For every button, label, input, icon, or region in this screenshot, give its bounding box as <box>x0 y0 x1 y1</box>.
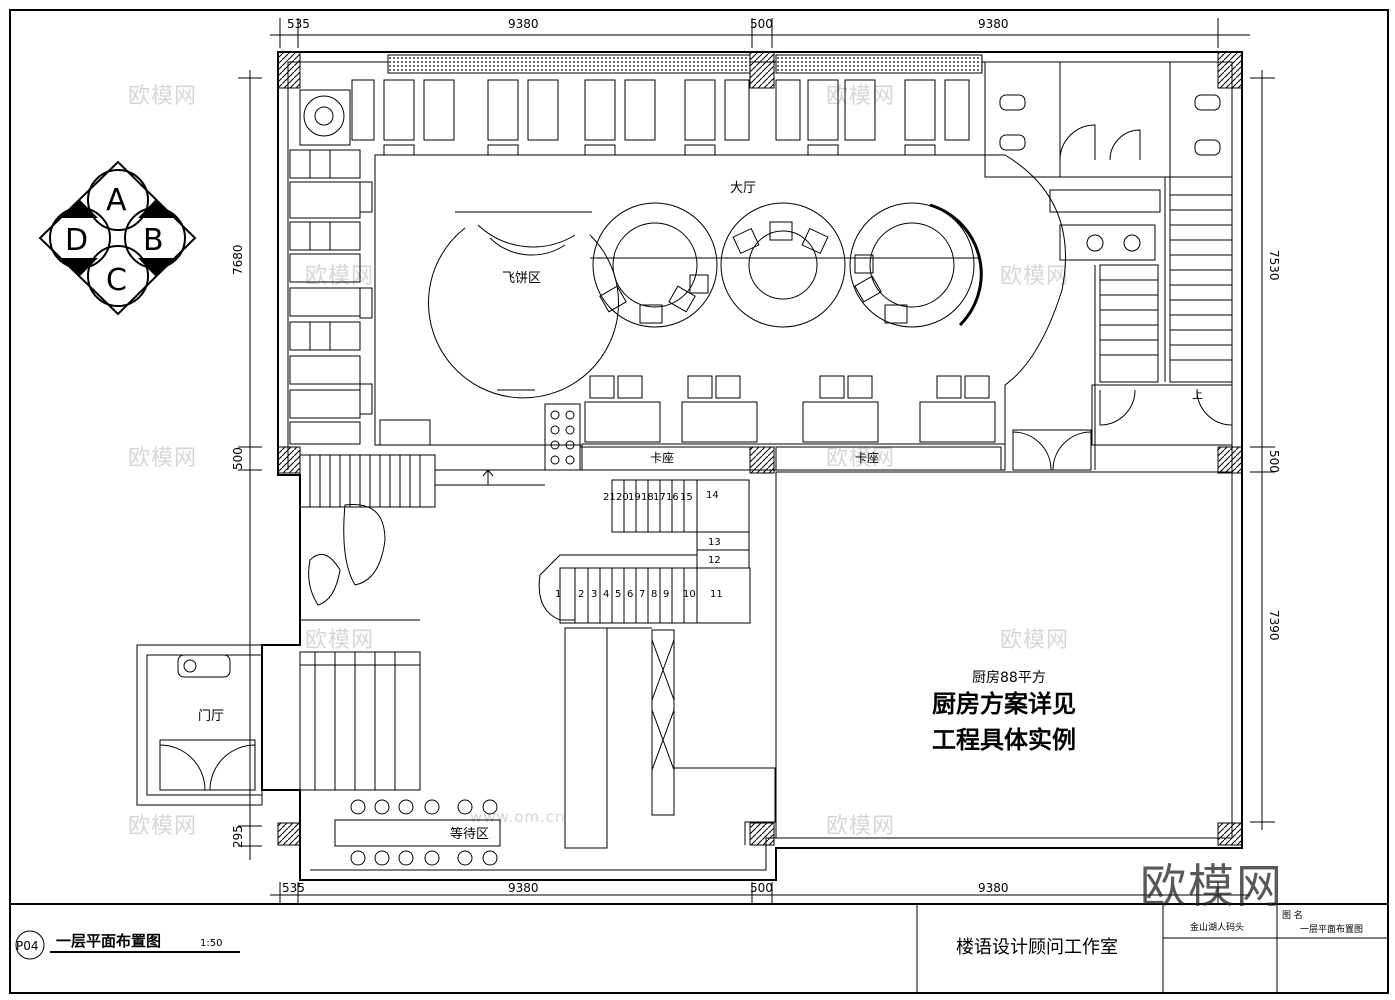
watermark: 欧模网 <box>1000 628 1070 653</box>
project-name: 金山湖人码头 <box>1190 921 1244 933</box>
watermark: 欧模网 <box>1000 264 1070 289</box>
watermark-brand: 欧模网 <box>1140 859 1284 913</box>
dim-left-2: 500 <box>231 447 245 470</box>
stair-step-number: 13 <box>708 537 721 548</box>
stair-step-number: 15 <box>680 492 693 503</box>
drawing-title: 一层平面布置图 <box>56 932 161 950</box>
stair-step-number: 16 <box>666 492 679 503</box>
room-booth-label: 卡座 <box>855 450 879 465</box>
dim-left-3: 295 <box>231 825 245 848</box>
stair-step-number: 6 <box>627 589 633 600</box>
room-foyer-label: 门厅 <box>198 709 224 724</box>
dim-bottom-4: 9380 <box>978 881 1009 895</box>
watermark: 欧模网 <box>826 814 896 839</box>
compass-label-a: A <box>106 183 127 218</box>
sheet-number: P04 <box>16 939 39 953</box>
dim-bottom-3: 500 <box>750 881 773 895</box>
sheet-border <box>9 9 1389 994</box>
stair-step-number: 4 <box>603 589 609 600</box>
room-waiting-label: 等待区 <box>450 826 489 842</box>
compass-label-b: B <box>143 223 164 258</box>
drawing-scale: 1:50 <box>200 938 222 949</box>
room-booth-label: 卡座 <box>650 450 674 465</box>
dim-bottom-1: 535 <box>282 881 305 895</box>
stair-step-number: 10 <box>683 589 696 600</box>
name-header: 图 名 <box>1282 909 1303 921</box>
compass-label-d: D <box>65 223 88 258</box>
stair-up-mark: 上 <box>1192 388 1203 401</box>
stair-step-number: 12 <box>708 555 721 566</box>
watermark: 欧模网 <box>826 446 896 471</box>
stair-step-number: 21 <box>603 492 616 503</box>
compass-symbol <box>38 160 197 316</box>
name-value: 一层平面布置图 <box>1300 923 1363 935</box>
stair-step-number: 18 <box>641 492 654 503</box>
stair-step-number: 5 <box>615 589 621 600</box>
watermark: 欧模网 <box>305 264 375 289</box>
stair-step-number: 7 <box>639 589 645 600</box>
stair-step-number: 17 <box>653 492 666 503</box>
dim-left-1: 7680 <box>231 244 245 275</box>
stair-step-number: 1 <box>555 589 561 600</box>
kitchen-area-note: 厨房88平方 <box>972 670 1046 686</box>
watermark: 欧模网 <box>305 628 375 653</box>
watermark: 欧模网 <box>128 84 198 109</box>
watermark: 欧模网 <box>826 84 896 109</box>
stair-step-number: 2 <box>578 589 584 600</box>
dim-right-3: 7390 <box>1267 610 1281 641</box>
room-hall-label: 大厅 <box>730 181 756 196</box>
watermark: 欧模网 <box>128 446 198 471</box>
stair-step-number: 14 <box>706 490 719 501</box>
stair-step-number: 11 <box>710 589 723 600</box>
dim-top-4: 9380 <box>978 17 1009 31</box>
studio-name: 楼语设计顾问工作室 <box>956 937 1118 958</box>
dim-top-2: 9380 <box>508 17 539 31</box>
dim-bottom-2: 9380 <box>508 881 539 895</box>
dim-right-1: 7530 <box>1267 250 1281 281</box>
kitchen-note-line1: 厨房方案详见 <box>932 690 1076 718</box>
stair-step-number: 20 <box>616 492 629 503</box>
stair-step-number: 9 <box>663 589 669 600</box>
room-flying-cake-label: 飞饼区 <box>502 271 541 286</box>
dim-top-1: 535 <box>287 17 310 31</box>
stair-step-number: 3 <box>591 589 597 600</box>
dim-top-3: 500 <box>750 17 773 31</box>
watermark: 欧模网 <box>128 814 198 839</box>
stair-step-number: 19 <box>628 492 641 503</box>
kitchen-note-line2: 工程具体实例 <box>932 726 1076 754</box>
compass-label-c: C <box>106 263 127 298</box>
stair-step-number: 8 <box>651 589 657 600</box>
dim-right-2: 500 <box>1267 450 1281 473</box>
